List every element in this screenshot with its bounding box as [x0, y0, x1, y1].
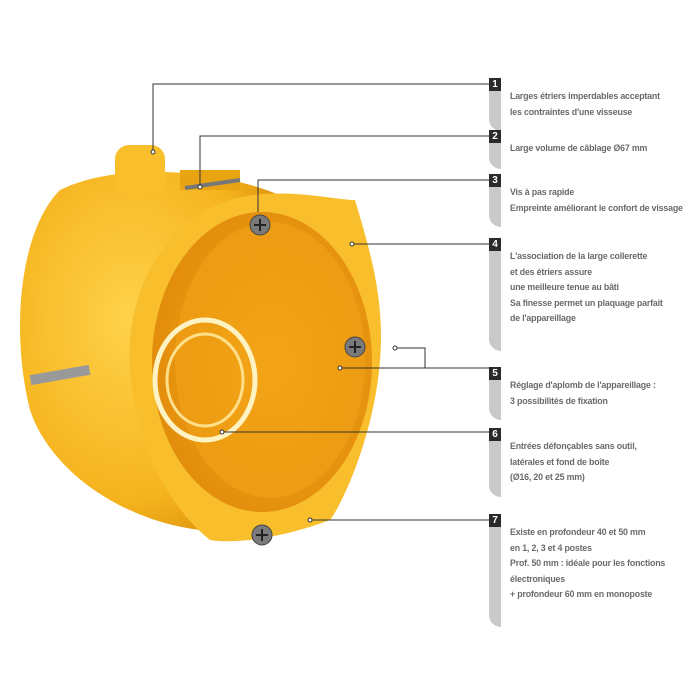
callout-text: Larges étriers imperdables acceptant — [510, 91, 660, 102]
callout-bar — [489, 441, 501, 497]
callout-text: en 1, 2, 3 et 4 postes — [510, 542, 592, 554]
callout-number: 4 — [489, 238, 501, 251]
callout-number: 5 — [489, 367, 501, 380]
callout-text: de l'appareillage — [510, 313, 576, 324]
callout-text: Réglage d'aplomb de l'appareillage : — [510, 380, 656, 391]
callout-text: + profondeur 60 mm en monoposte — [510, 589, 653, 600]
callout-text: électroniques — [510, 573, 565, 585]
callout-number: 1 — [489, 78, 501, 91]
callout-bar — [489, 91, 501, 131]
callout-text: Empreinte améliorant le confort de vissa… — [510, 202, 683, 214]
side-screw — [29, 364, 91, 386]
callout-text: latérales et fond de boîte — [510, 456, 610, 468]
callout-text: (Ø16, 20 et 25 mm) — [510, 472, 585, 483]
callout-text: les contraintes d'une visseuse — [510, 106, 633, 118]
callout-bar — [489, 527, 501, 627]
callout-number: 2 — [489, 130, 501, 143]
callout-text: Sa finesse permet un plaquage parfait — [510, 297, 663, 309]
callout-bar — [489, 380, 501, 420]
leader-lines — [152, 83, 489, 521]
callout-text: 3 possibilités de fixation — [510, 395, 608, 407]
callout-text: Large volume de câblage Ø67 mm — [510, 143, 648, 154]
clamp-ear — [115, 145, 165, 195]
callout-text: Existe en profondeur 40 et 50 mm — [510, 527, 646, 538]
screw-icon — [251, 524, 273, 546]
callout-number: 3 — [489, 174, 501, 187]
callout-text: Vis à pas rapide — [510, 187, 575, 198]
callout-number: 7 — [489, 514, 501, 527]
knockout — [152, 317, 258, 443]
callout-text: Prof. 50 mm : idéale pour les fonctions — [510, 558, 666, 569]
callout-bar — [489, 251, 501, 351]
callout-text: et des étriers assure — [510, 266, 593, 278]
callout-number: 6 — [489, 428, 501, 441]
callout-bar — [489, 187, 501, 227]
callout-text: L'association de la large collerette — [510, 251, 648, 262]
screw-icon — [344, 336, 366, 358]
callout-text: Entrées défonçables sans outil, — [510, 441, 637, 452]
callout-text: une meilleure tenue au bâti — [510, 282, 619, 293]
screw-icon — [249, 214, 271, 236]
callout-bar — [489, 143, 501, 169]
